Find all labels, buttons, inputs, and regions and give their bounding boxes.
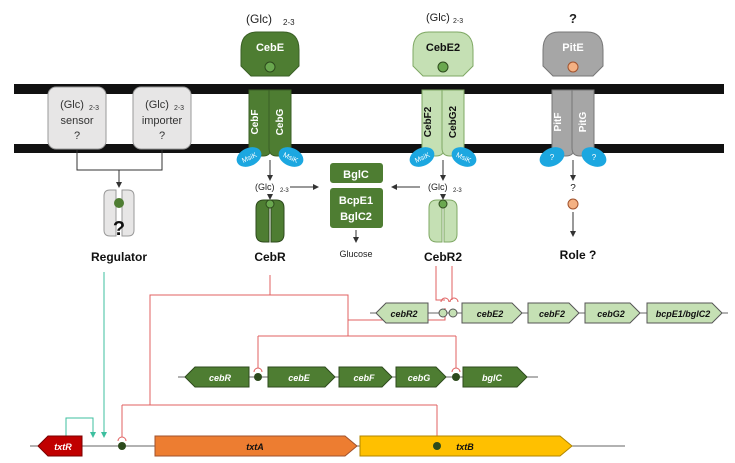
membrane-bottom-line: [14, 144, 724, 153]
svg-text:CebG: CebG: [275, 108, 286, 135]
operon-ceb2: cebR2 cebE2 cebF2 cebG2 bcpE1/bglC2: [375, 302, 723, 324]
operon-ceb: cebR cebE cebF cebG bglC: [184, 366, 528, 388]
ceb-substrate: (Glc): [246, 12, 272, 26]
pit-transporter: PitE PitF PitG ? ?: [539, 31, 607, 167]
svg-text:sensor: sensor: [60, 115, 93, 127]
svg-text:cebE2: cebE2: [477, 309, 504, 319]
svg-text:importer: importer: [142, 115, 183, 127]
svg-text:2-3: 2-3: [453, 18, 463, 25]
svg-text:BcpE1: BcpE1: [339, 195, 373, 207]
glucose-label: Glucose: [339, 249, 372, 259]
pit-substrate-dot: [567, 198, 579, 210]
svg-text:cebG2: cebG2: [597, 309, 625, 319]
cebr-regulator: [255, 199, 285, 243]
ceb-transporter: CebE CebF CebG MsiK MsiK: [236, 31, 304, 167]
importer-box: (Glc) 2-3 importer ?: [132, 86, 192, 150]
svg-text:bcpE1/bglC2: bcpE1/bglC2: [656, 309, 711, 319]
svg-text:BglC: BglC: [343, 169, 369, 181]
svg-text:(Glc): (Glc): [60, 99, 84, 111]
role-label: Role ?: [560, 248, 597, 262]
svg-text:2-3: 2-3: [453, 188, 462, 194]
svg-text:cebE: cebE: [288, 373, 311, 383]
svg-text:cebG: cebG: [408, 373, 431, 383]
ceb-sbp-label: CebE: [256, 42, 284, 54]
membrane-top-line: [14, 84, 724, 94]
pit-sbp-label: PitE: [562, 42, 583, 54]
svg-text:?: ?: [570, 183, 576, 194]
svg-text:2-3: 2-3: [174, 105, 184, 112]
svg-text:BglC2: BglC2: [340, 211, 372, 223]
ceb2-sbp-label: CebE2: [426, 42, 460, 54]
svg-text:txtR: txtR: [54, 442, 72, 452]
sensor-box: (Glc) 2-3 sensor ?: [47, 86, 107, 150]
svg-text:PitF: PitF: [553, 113, 564, 132]
svg-text:?: ?: [592, 153, 597, 162]
ceb2-substrate: (Glc): [426, 12, 450, 24]
svg-text:cebR2: cebR2: [390, 309, 417, 319]
svg-text:bglC: bglC: [482, 373, 502, 383]
svg-text:2-3: 2-3: [280, 188, 289, 194]
svg-text:(Glc): (Glc): [428, 182, 448, 192]
svg-text:CebF2: CebF2: [423, 106, 434, 137]
unknown-regulator: ?: [103, 189, 135, 240]
svg-text:?: ?: [74, 130, 80, 142]
regulator-label: Regulator: [91, 250, 147, 264]
svg-text:cebF: cebF: [353, 373, 375, 383]
svg-text:txtB: txtB: [456, 442, 474, 452]
svg-text:?: ?: [159, 130, 165, 142]
ceb2-transporter: CebE2 CebF2 CebG2 MsiK MsiK: [409, 31, 477, 167]
svg-text:cebF2: cebF2: [539, 309, 565, 319]
cebr-label: CebR: [254, 250, 286, 264]
svg-text:txtA: txtA: [246, 442, 264, 452]
svg-text:(Glc): (Glc): [255, 182, 275, 192]
svg-text:(Glc): (Glc): [145, 99, 169, 111]
svg-text:?: ?: [550, 153, 555, 162]
svg-text:CebG2: CebG2: [448, 105, 459, 138]
cebr2-regulator: [428, 199, 458, 243]
svg-text:2-3: 2-3: [283, 18, 295, 27]
operon-txt: txtR txtA txtB: [37, 435, 573, 457]
bglc-box: [330, 163, 383, 183]
svg-text:?: ?: [113, 218, 125, 240]
regulator-activation-lines: [65, 272, 107, 438]
pit-substrate: ?: [569, 11, 577, 26]
svg-text:cebR: cebR: [209, 373, 232, 383]
svg-text:2-3: 2-3: [89, 105, 99, 112]
bcpe1-bglc2-box: [330, 188, 383, 228]
svg-text:CebF: CebF: [250, 110, 261, 135]
svg-text:PitG: PitG: [578, 112, 589, 133]
cebr2-label: CebR2: [424, 250, 462, 264]
cebr-repression-lines: [121, 266, 457, 437]
